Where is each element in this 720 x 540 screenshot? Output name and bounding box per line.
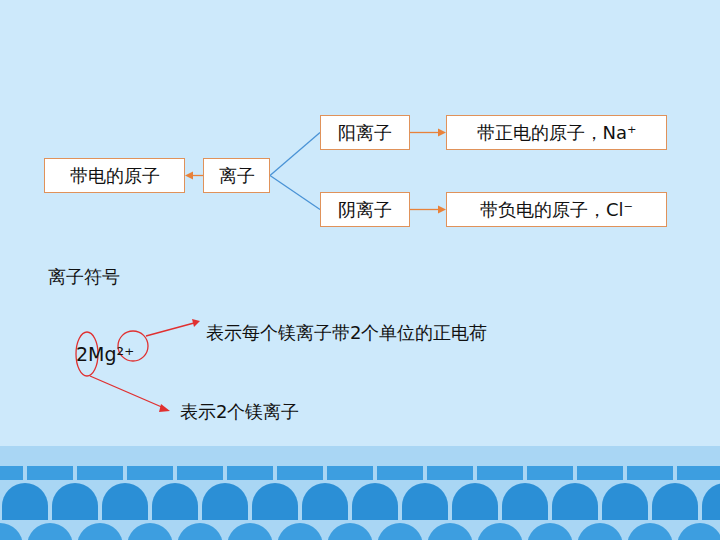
arrow-head	[192, 319, 200, 327]
arrow-head	[438, 206, 446, 214]
concept-box: 阴离子	[320, 192, 410, 227]
box-text: 带负电的原子，Cl⁻	[480, 199, 633, 221]
note-text: 表示2个镁离子	[180, 401, 299, 423]
arch-row	[0, 466, 720, 540]
concept-box: 阳离子	[320, 115, 410, 150]
arrow-head	[185, 172, 193, 180]
concept-box: 带电的原子	[44, 158, 185, 193]
concept-box: 带负电的原子，Cl⁻	[446, 192, 667, 227]
note-text: 离子符号	[48, 266, 120, 288]
box-text: 带正电的原子，Na⁺	[477, 122, 637, 144]
connector	[270, 133, 320, 176]
connector	[270, 176, 320, 210]
concept-box: 带正电的原子，Na⁺	[446, 115, 667, 150]
connector	[410, 132, 439, 133]
concept-box: 离子	[203, 158, 270, 193]
box-text: 阴离子	[338, 199, 392, 221]
arrow-head	[159, 404, 170, 412]
box-text: 阳离子	[338, 122, 392, 144]
note-text: 表示每个镁离子带2个单位的正电荷	[206, 322, 487, 344]
leader-arrow	[146, 323, 194, 336]
connector	[192, 175, 203, 176]
box-text: 带电的原子	[70, 165, 160, 187]
leader-arrow	[90, 376, 164, 408]
connector	[410, 209, 439, 210]
ion-symbol: 2Mg²⁺	[76, 343, 134, 366]
box-text: 离子	[219, 165, 255, 187]
arrow-head	[438, 129, 446, 137]
